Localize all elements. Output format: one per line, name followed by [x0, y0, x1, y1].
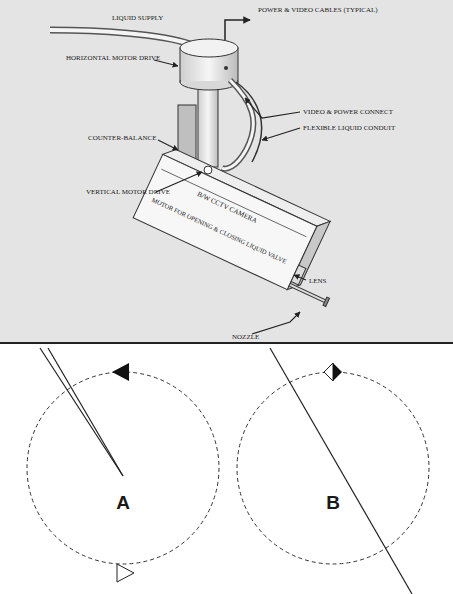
marker-triangle — [112, 363, 129, 381]
leader-line — [154, 60, 306, 334]
panel-divider — [0, 342, 453, 344]
nozzle — [289, 283, 327, 303]
marker-triangle — [324, 363, 333, 381]
top-panel — [0, 0, 453, 342]
part-label: FLEXIBLE LIQUID CONDUIT — [303, 125, 395, 132]
camera-body — [133, 145, 359, 307]
diagram-b — [237, 348, 429, 594]
liquid-tube — [50, 30, 190, 44]
part-label: LENS — [309, 278, 327, 285]
shaft — [198, 82, 218, 167]
video-cable — [236, 82, 262, 162]
part-label: VERTICAL MOTOR DRIVE — [86, 189, 170, 196]
lens — [291, 265, 306, 285]
part-label: HORIZONTAL MOTOR DRIVE — [66, 55, 160, 62]
cable-arrow — [225, 20, 250, 40]
part-label: COUNTER-BALANCE — [88, 135, 156, 142]
part-label: LIQUID SUPPLY — [112, 15, 163, 22]
diagram-a — [27, 348, 219, 582]
part-label: VIDEO & POWER CONNECT — [303, 109, 393, 116]
marker-triangle — [333, 363, 342, 381]
part-label: NOZZLE — [232, 334, 259, 341]
view-letter: B — [326, 493, 340, 512]
part-label: POWER & VIDEO CABLES (TYPICAL) — [258, 7, 378, 14]
marker-triangle — [117, 564, 134, 582]
view-letter: A — [116, 493, 130, 512]
motor-top — [180, 39, 238, 57]
liquid-tube — [50, 30, 190, 44]
